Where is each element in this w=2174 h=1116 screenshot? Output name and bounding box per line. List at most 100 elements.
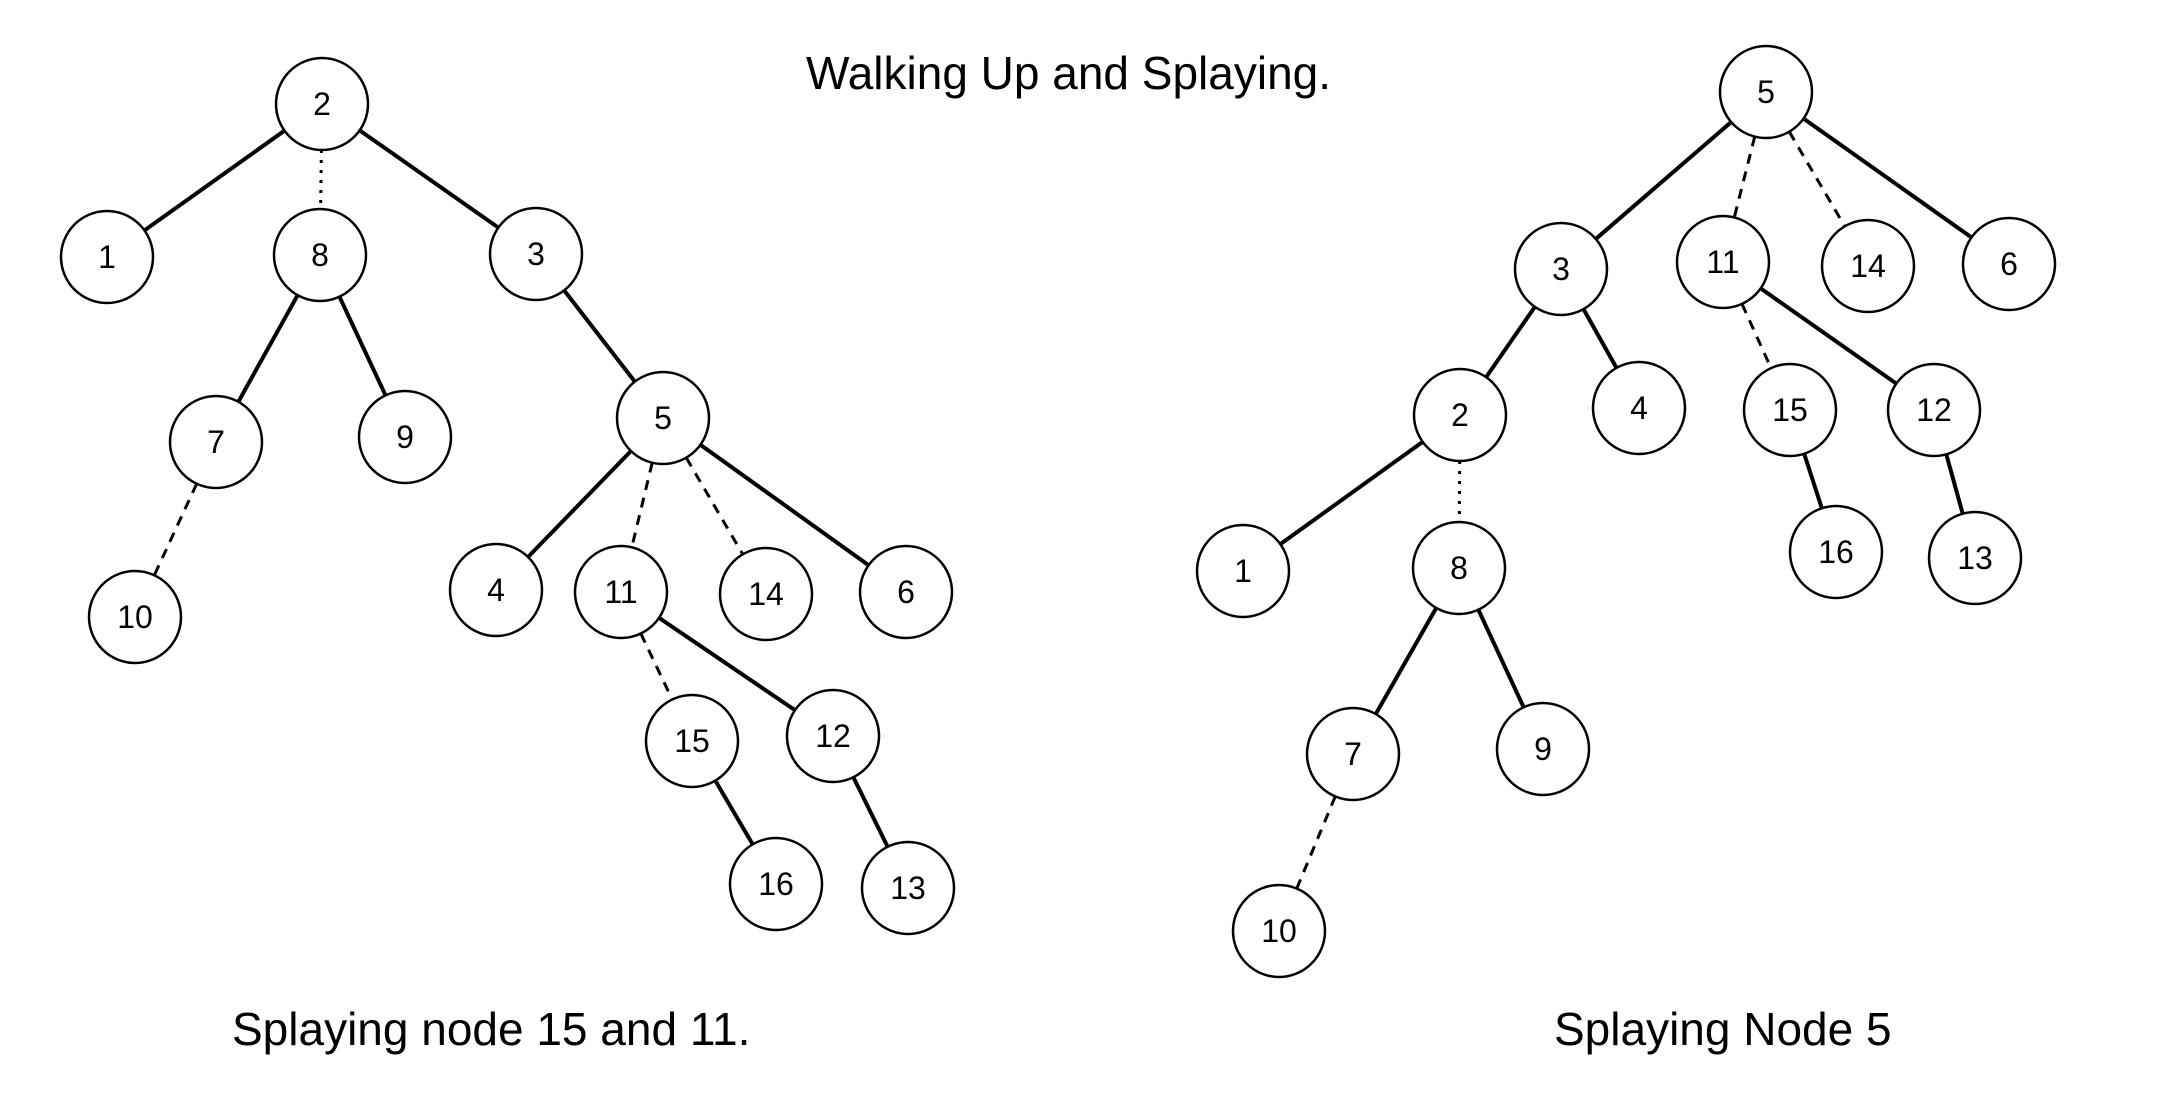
tree-edge-2-1	[1279, 440, 1424, 546]
node-circle	[1742, 362, 1838, 458]
node-circle	[274, 56, 370, 152]
node-circle	[1495, 701, 1591, 797]
node-label: 14	[1850, 248, 1886, 284]
left-tree-nodes: 2 1 8 3 7 9 10 5 4 11 14 6 15 12 16 13	[59, 56, 956, 936]
node-circle	[1675, 214, 1771, 310]
node-label: 1	[1234, 553, 1252, 589]
tree-edge-7-10	[1295, 795, 1337, 890]
tree-edge-2-8	[319, 149, 323, 210]
node-circle	[858, 544, 954, 640]
node-circle	[1411, 520, 1507, 616]
node-label: 1	[98, 239, 116, 275]
node-circle	[1305, 706, 1401, 802]
node-label: 13	[1957, 540, 1993, 576]
tree-edge-5-4	[526, 449, 633, 559]
tree-node-11: 11	[1675, 214, 1771, 310]
tree-node-2: 2	[1412, 367, 1508, 463]
tree-edge-11-12	[657, 616, 797, 712]
node-circle	[1591, 360, 1687, 456]
tree-edge-3-4	[1581, 308, 1619, 369]
node-label: 3	[1552, 251, 1570, 287]
tree-node-1: 1	[59, 209, 155, 305]
left-tree-edges	[143, 128, 890, 848]
node-circle	[785, 688, 881, 784]
node-circle	[718, 546, 814, 642]
node-circle	[448, 542, 544, 638]
node-circle	[1412, 367, 1508, 463]
tree-edge-2-3	[358, 128, 500, 230]
right-tree-edges	[1279, 116, 1973, 890]
tree-edge-15-16	[713, 779, 755, 846]
tree-edge-5-11	[630, 462, 654, 548]
tree-node-7: 7	[1305, 706, 1401, 802]
node-label: 8	[311, 237, 329, 273]
tree-edge-8-7	[1374, 606, 1438, 716]
tree-node-7: 7	[168, 394, 264, 490]
node-circle	[1513, 221, 1609, 317]
tree-node-16: 16	[728, 836, 824, 932]
node-label: 2	[1451, 397, 1469, 433]
node-label: 12	[1916, 392, 1952, 428]
node-label: 15	[674, 723, 710, 759]
node-label: 7	[1344, 736, 1362, 772]
node-circle	[87, 569, 183, 665]
tree-node-10: 10	[1231, 883, 1327, 979]
node-circle	[728, 836, 824, 932]
tree-edge-11-15	[1740, 303, 1773, 369]
tree-node-13: 13	[860, 840, 956, 936]
node-label: 3	[527, 236, 545, 272]
node-label: 9	[396, 419, 414, 455]
tree-node-12: 12	[785, 688, 881, 784]
tree-edge-11-15	[639, 632, 674, 701]
node-circle	[615, 370, 711, 466]
tree-edge-11-12	[1759, 286, 1898, 386]
node-circle	[1788, 504, 1884, 600]
node-label: 16	[758, 866, 794, 902]
tree-node-13: 13	[1927, 510, 2023, 606]
tree-node-10: 10	[87, 569, 183, 665]
node-label: 12	[815, 718, 851, 754]
node-label: 8	[1450, 550, 1468, 586]
node-label: 14	[748, 576, 784, 612]
tree-node-1: 1	[1195, 523, 1291, 619]
tree-edge-2-1	[143, 129, 286, 232]
tree-node-14: 14	[1820, 218, 1916, 314]
tree-node-9: 9	[1495, 701, 1591, 797]
node-circle	[1820, 218, 1916, 314]
node-circle	[860, 840, 956, 936]
right-tree-caption: Splaying Node 5	[1554, 1003, 1892, 1055]
node-circle	[1195, 523, 1291, 619]
node-circle	[488, 206, 584, 302]
node-label: 10	[1261, 913, 1297, 949]
node-label: 11	[604, 574, 637, 610]
tree-node-14: 14	[718, 546, 814, 642]
node-label: 6	[897, 574, 915, 610]
tree-edge-5-6	[1802, 116, 1973, 240]
tree-edge-5-6	[699, 443, 870, 567]
tree-edge-5-14	[1787, 130, 1847, 228]
tree-node-12: 12	[1886, 362, 1982, 458]
tree-node-15: 15	[644, 693, 740, 789]
node-label: 5	[1757, 74, 1775, 110]
node-label: 13	[890, 870, 926, 906]
node-circle	[644, 693, 740, 789]
tree-node-4: 4	[448, 542, 544, 638]
tree-node-3: 3	[488, 206, 584, 302]
diagram-title: Walking Up and Splaying.	[806, 47, 1332, 99]
tree-node-6: 6	[858, 544, 954, 640]
tree-node-11: 11	[573, 544, 669, 640]
tree-edge-3-2	[1484, 305, 1537, 379]
tree-edge-12-13	[1944, 453, 1965, 515]
tree-node-9: 9	[357, 389, 453, 485]
node-label: 2	[313, 86, 331, 122]
node-label: 4	[487, 572, 505, 608]
node-label: 9	[1534, 731, 1552, 767]
tree-node-6: 6	[1961, 216, 2057, 312]
tree-node-3: 3	[1513, 221, 1609, 317]
node-circle	[1961, 216, 2057, 312]
tree-node-2: 2	[274, 56, 370, 152]
tree-node-5: 5	[615, 370, 711, 466]
tree-node-15: 15	[1742, 362, 1838, 458]
